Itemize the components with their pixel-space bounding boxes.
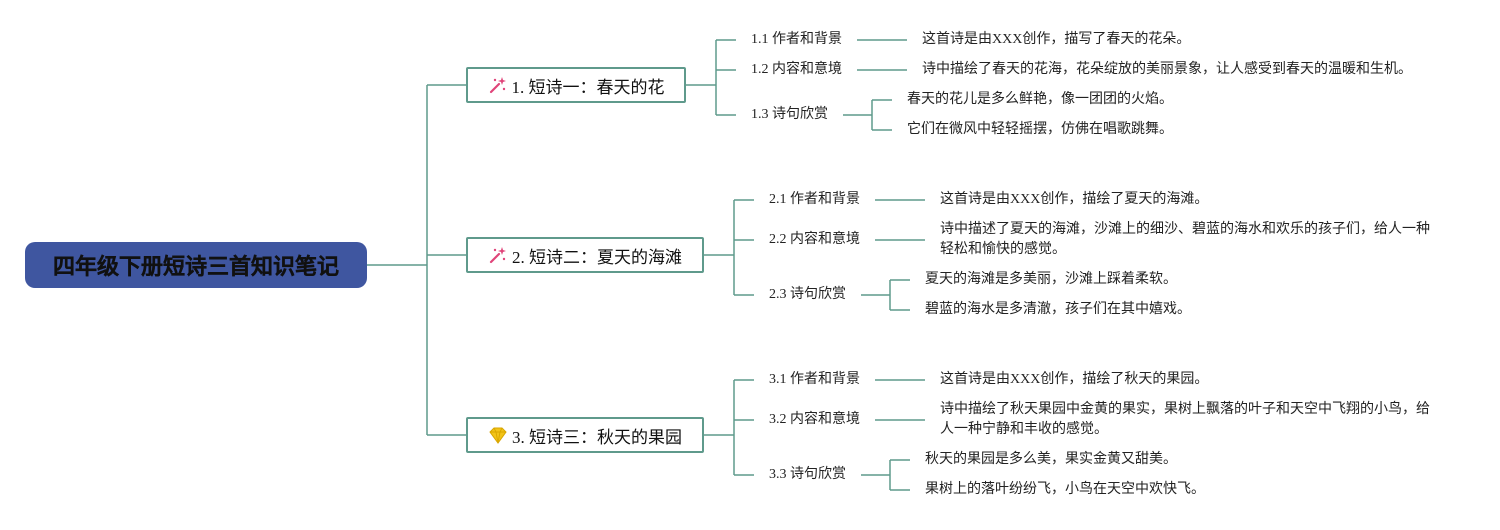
leaf-1-1-1[interactable]: 这首诗是由XXX创作，描写了春天的花朵。 bbox=[922, 32, 1191, 47]
leaf-2-3-2[interactable]: 碧蓝的海水是多清澈，孩子们在其中嬉戏。 bbox=[925, 302, 1191, 317]
branch-title: 2. 短诗二：夏天的海滩 bbox=[512, 247, 682, 267]
subtopic-1-3[interactable]: 1.3 诗句欣赏 bbox=[751, 107, 828, 122]
leaf-1-2-1[interactable]: 诗中描绘了春天的花海，花朵绽放的美丽景象，让人感受到春天的温暖和生机。 bbox=[922, 62, 1412, 77]
magic-wand-icon bbox=[488, 75, 508, 95]
magic-wand-icon bbox=[488, 245, 508, 265]
subtopic-2-2[interactable]: 2.2 内容和意境 bbox=[769, 232, 860, 247]
leaf-2-3-1[interactable]: 夏天的海滩是多美丽，沙滩上踩着柔软。 bbox=[925, 272, 1177, 287]
leaf-2-2-1[interactable]: 诗中描述了夏天的海滩，沙滩上的细沙、碧蓝的海水和欢乐的孩子们，给人一种轻松和愉快… bbox=[940, 222, 1430, 257]
subtopic-2-1[interactable]: 2.1 作者和背景 bbox=[769, 192, 860, 207]
leaf-3-2-1[interactable]: 诗中描绘了秋天果园中金黄的果实，果树上飘落的叶子和天空中飞翔的小鸟，给人一种宁静… bbox=[940, 402, 1430, 437]
branch-title: 1. 短诗一：春天的花 bbox=[511, 77, 665, 97]
leaf-2-1-1[interactable]: 这首诗是由XXX创作，描绘了夏天的海滩。 bbox=[940, 192, 1209, 207]
leaf-3-3-2[interactable]: 果树上的落叶纷纷飞，小鸟在天空中欢快飞。 bbox=[925, 482, 1205, 497]
branch-topic-3[interactable]: 3. 短诗三：秋天的果园 bbox=[466, 417, 704, 453]
leaf-1-3-1[interactable]: 春天的花儿是多么鲜艳，像一团团的火焰。 bbox=[907, 92, 1173, 107]
leaf-3-3-1[interactable]: 秋天的果园是多么美，果实金黄又甜美。 bbox=[925, 452, 1177, 467]
subtopic-3-1[interactable]: 3.1 作者和背景 bbox=[769, 372, 860, 387]
leaf-1-3-2[interactable]: 它们在微风中轻轻摇摆，仿佛在唱歌跳舞。 bbox=[907, 122, 1173, 137]
root-title: 四年级下册短诗三首知识笔记 bbox=[52, 255, 339, 280]
branch-topic-2[interactable]: 2. 短诗二：夏天的海滩 bbox=[466, 237, 704, 273]
branch-topic-1[interactable]: 1. 短诗一：春天的花 bbox=[466, 67, 686, 103]
branch-title: 3. 短诗三：秋天的果园 bbox=[512, 427, 682, 447]
subtopic-3-2[interactable]: 3.2 内容和意境 bbox=[769, 412, 860, 427]
subtopic-1-2[interactable]: 1.2 内容和意境 bbox=[751, 62, 842, 77]
gem-icon bbox=[488, 425, 508, 445]
root-topic[interactable]: 四年级下册短诗三首知识笔记 bbox=[25, 242, 367, 288]
subtopic-2-3[interactable]: 2.3 诗句欣赏 bbox=[769, 287, 846, 302]
subtopic-1-1[interactable]: 1.1 作者和背景 bbox=[751, 32, 842, 47]
leaf-3-1-1[interactable]: 这首诗是由XXX创作，描绘了秋天的果园。 bbox=[940, 372, 1209, 387]
subtopic-3-3[interactable]: 3.3 诗句欣赏 bbox=[769, 467, 846, 482]
